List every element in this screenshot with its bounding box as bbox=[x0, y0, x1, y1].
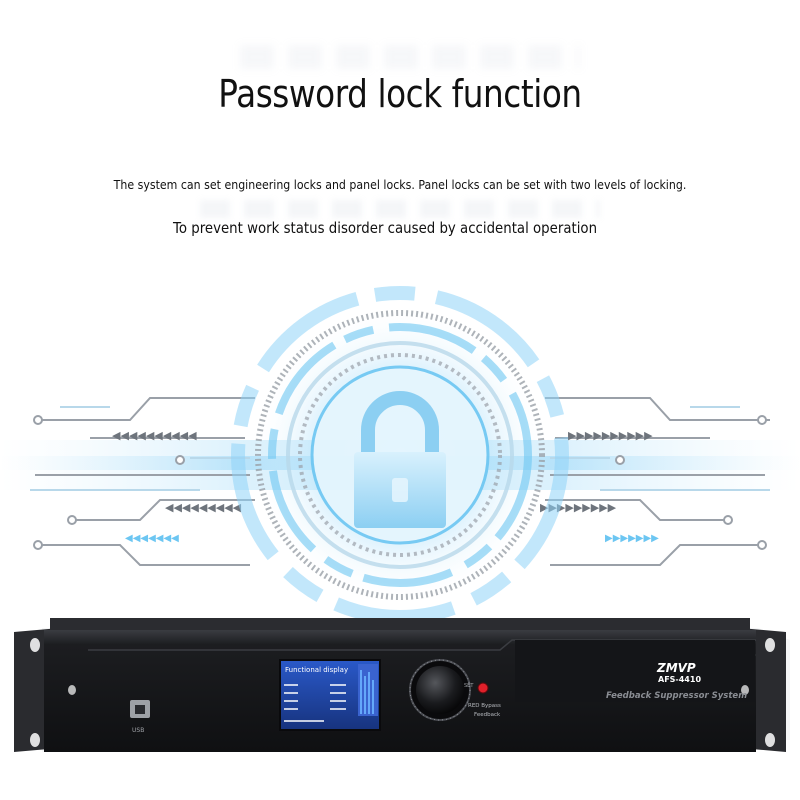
headline: Password lock function bbox=[218, 72, 582, 116]
usb-icon bbox=[130, 700, 150, 718]
bypass-led bbox=[477, 682, 489, 694]
knob-icon bbox=[409, 659, 471, 721]
svg-text:◀◀◀◀◀◀◀◀◀◀: ◀◀◀◀◀◀◀◀◀◀ bbox=[112, 429, 197, 442]
description-line-2: To prevent work status disorder caused b… bbox=[172, 219, 598, 237]
svg-text:▶▶▶▶▶▶▶: ▶▶▶▶▶▶▶ bbox=[605, 533, 659, 544]
circuit-nodes-right bbox=[615, 415, 767, 550]
model-number: AFS-4410 bbox=[658, 675, 701, 684]
led-label-red: RED Bypass bbox=[468, 703, 501, 709]
faded-background-text bbox=[240, 45, 580, 69]
brand-logo: ZMVP bbox=[656, 661, 696, 675]
usb-label: USB bbox=[132, 727, 144, 734]
circuit-chevrons-left: ◀◀◀◀◀◀◀◀◀◀ ◀◀◀◀◀◀◀◀◀ ◀◀◀◀◀◀◀ bbox=[112, 429, 242, 544]
svg-text:◀◀◀◀◀◀◀◀◀: ◀◀◀◀◀◀◀◀◀ bbox=[165, 501, 242, 514]
led-label-feedback: Feedback bbox=[474, 712, 501, 718]
device-chassis bbox=[14, 618, 790, 752]
system-label: Feedback Suppressor System bbox=[606, 691, 747, 701]
screen-title: Functional display bbox=[285, 666, 348, 674]
svg-text:▶▶▶▶▶▶▶▶▶▶: ▶▶▶▶▶▶▶▶▶▶ bbox=[568, 429, 653, 442]
description-line-1: The system can set engineering locks and… bbox=[113, 177, 687, 192]
circuit-lines-right bbox=[545, 397, 770, 566]
circuit-nodes-left bbox=[33, 415, 185, 550]
faded-background-text-2 bbox=[200, 200, 600, 218]
lcd-display bbox=[279, 659, 381, 731]
svg-text:◀◀◀◀◀◀◀: ◀◀◀◀◀◀◀ bbox=[125, 533, 179, 544]
padlock-icon bbox=[354, 391, 446, 528]
knob-label: SET bbox=[464, 683, 474, 689]
circuit-lines-left bbox=[30, 397, 255, 566]
